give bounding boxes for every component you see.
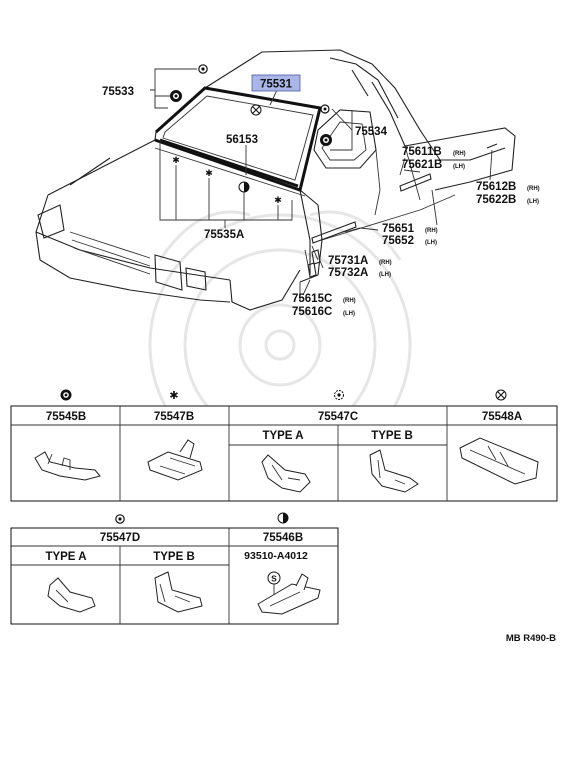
label-75731a: 75731A: [328, 255, 368, 267]
label-75621b-side: (LH): [453, 164, 465, 170]
truck-illustration: [35, 49, 516, 311]
clip-75545b-drawing: [34, 451, 101, 481]
label-75615c-side: (RH): [343, 298, 356, 304]
label-75611b-side: (RH): [453, 151, 466, 157]
clip-table-1: ✱ 75545B 75547B 75547C 75548A TYPE A TYP…: [10, 389, 558, 502]
label-75612b: 75612B: [476, 181, 516, 193]
label-75535a: 75535A: [204, 229, 244, 241]
body-side-mouldings: [307, 143, 498, 278]
label-75616c: 75616C: [292, 306, 332, 318]
cell-75547c-type-b: TYPE B: [371, 430, 413, 442]
cell-75547b: 75547B: [154, 411, 194, 423]
callout-labels: 75533 75531 56153 75534 75611B (RH) 7562…: [102, 74, 540, 318]
label-75612b-side: (RH): [527, 186, 540, 192]
svg-text:✱: ✱: [172, 155, 180, 165]
cell-75545b: 75545B: [46, 411, 86, 423]
label-75616c-side: (LH): [343, 311, 355, 317]
label-75732a-side: (LH): [379, 272, 391, 278]
screw-part-number: 93510-A4012: [244, 550, 308, 562]
clip-table-2: 75547D 75546B TYPE A TYPE B 93510-A4012 …: [10, 512, 339, 625]
leader-lines: [150, 68, 493, 296]
cell-75547d-type-b: TYPE B: [153, 551, 195, 563]
clip-75548a-drawing: [459, 437, 539, 485]
cell-75548a: 75548A: [482, 411, 522, 423]
label-75652-side: (LH): [425, 240, 437, 246]
cell-75547d-type-a: TYPE A: [45, 551, 86, 563]
label-75533: 75533: [102, 86, 134, 98]
cell-75546b: 75546B: [263, 532, 303, 544]
label-56153: 56153: [226, 134, 258, 146]
clip-75547d-type-a-drawing: [47, 577, 96, 613]
label-75621b: 75621B: [402, 159, 442, 171]
windshield-molding-highlight: [154, 86, 322, 192]
label-75651-side: (RH): [425, 228, 438, 234]
clip-75547c-type-a-drawing: [261, 454, 311, 493]
label-75531: 75531: [260, 79, 293, 91]
label-75531-highlight: [251, 74, 301, 92]
cell-75547c: 75547C: [318, 411, 358, 423]
svg-text:S: S: [271, 574, 277, 584]
label-75611b: 75611B: [402, 146, 442, 158]
label-75732a: 75732A: [328, 267, 368, 279]
cell-75547d: 75547D: [100, 532, 140, 544]
svg-text:✱: ✱: [274, 195, 282, 205]
label-75534: 75534: [355, 126, 388, 138]
clip-75547b-symbol-icon: ✱: [169, 390, 178, 402]
label-75652: 75652: [382, 235, 414, 247]
label-75622b-side: (LH): [527, 199, 539, 205]
drawing-code: MB R490-B: [506, 633, 556, 644]
label-75651: 75651: [382, 223, 415, 235]
clip-75546b-drawing: S: [257, 571, 321, 615]
clip-symbols-on-truck: ✱ ✱ ✱: [170, 64, 332, 205]
clip-75547c-type-b-drawing: [369, 449, 419, 493]
label-75622b: 75622B: [476, 194, 516, 206]
label-75615c: 75615C: [292, 293, 332, 305]
clip-75547d-type-b-drawing: [154, 571, 203, 613]
cell-75547c-type-a: TYPE A: [262, 430, 303, 442]
label-75731a-side: (RH): [379, 260, 392, 266]
clip-75547b-drawing: [147, 439, 203, 481]
svg-text:✱: ✱: [205, 168, 213, 178]
